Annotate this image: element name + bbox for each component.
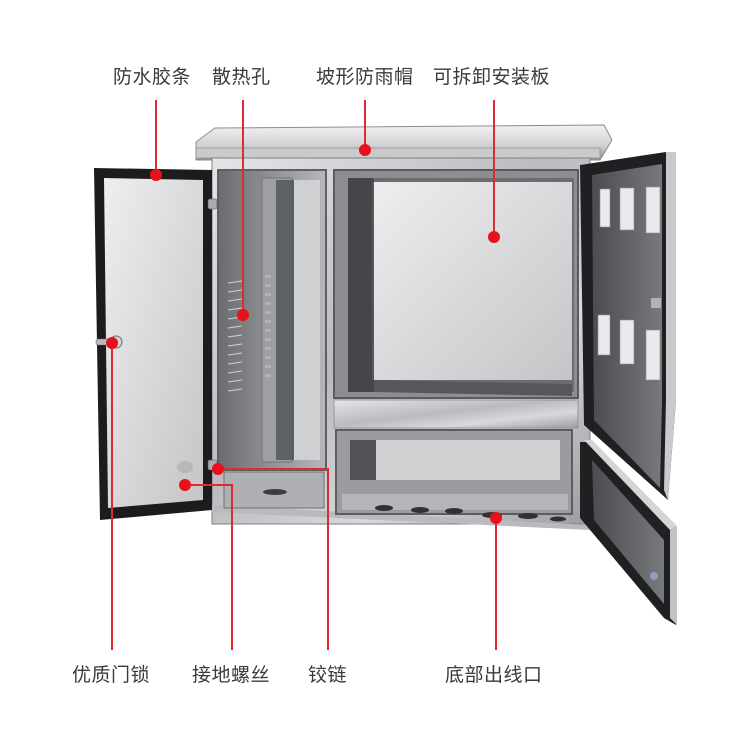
bottom-compartment	[335, 429, 573, 522]
callout-label: 接地螺丝	[192, 664, 271, 686]
callout-dot	[179, 479, 191, 491]
callout-label: 可拆卸安装板	[433, 66, 551, 88]
callout-leader-line	[327, 468, 329, 650]
rain-hood	[195, 124, 613, 161]
callout-dot	[490, 512, 502, 524]
callout-leader-line	[364, 100, 366, 150]
right-lower-door	[580, 440, 677, 625]
left-door	[94, 168, 212, 520]
callout-leader-line	[218, 468, 329, 470]
callout-leader-line	[495, 518, 497, 650]
right-upper-door	[580, 152, 676, 500]
callout-label: 优质门锁	[72, 664, 151, 686]
callout-label: 底部出线口	[445, 664, 543, 686]
callout-dot	[237, 309, 249, 321]
callout-dot	[488, 231, 500, 243]
callout-leader-line	[242, 100, 244, 315]
callout-label: 坡形防雨帽	[316, 66, 414, 88]
callout-label: 防水胶条	[113, 66, 192, 88]
callout-leader-line	[155, 100, 157, 175]
callout-dot	[212, 463, 224, 475]
mounting-plate-compartment	[333, 169, 579, 399]
callout-leader-line	[493, 100, 495, 237]
left-compartment	[217, 169, 327, 509]
callout-dot	[150, 169, 162, 181]
callout-leader-line	[111, 343, 113, 650]
callout-dot	[106, 337, 118, 349]
callout-label: 散热孔	[212, 66, 271, 88]
callout-label: 铰链	[308, 664, 348, 686]
callout-leader-line	[185, 484, 233, 486]
callout-leader-line	[231, 484, 233, 650]
callout-dot	[359, 144, 371, 156]
